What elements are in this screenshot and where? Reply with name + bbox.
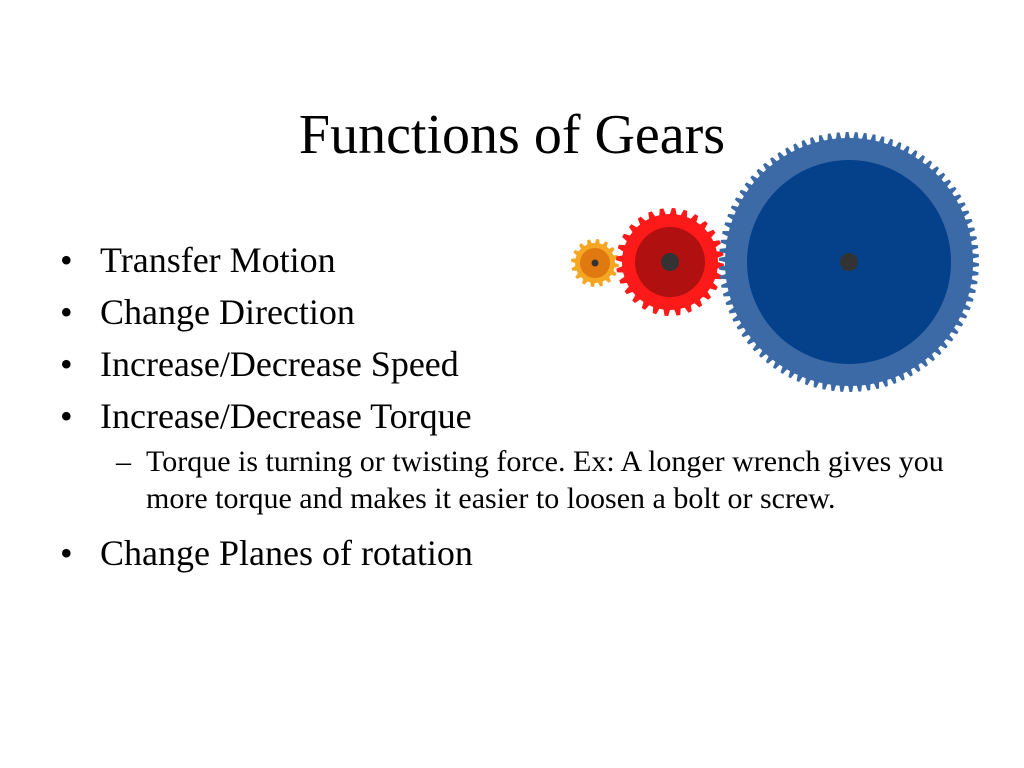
bullet-text: Change Planes of rotation: [100, 533, 473, 573]
bullet-item: • Change Direction: [58, 290, 958, 335]
bullet-item: • Increase/Decrease Torque – Torque is t…: [58, 394, 958, 517]
bullet-text: Increase/Decrease Torque: [100, 396, 472, 436]
bullet-text: Transfer Motion: [100, 240, 336, 280]
bullet-marker: •: [60, 240, 73, 280]
bullet-item: • Transfer Motion: [58, 238, 958, 283]
bullet-list: • Transfer Motion • Change Direction • I…: [58, 238, 958, 583]
medium-gear-hub: [661, 253, 679, 271]
large-gear: [719, 132, 979, 392]
bullet-text: Increase/Decrease Speed: [100, 344, 459, 384]
small-gear-hub: [591, 259, 599, 267]
slide-title: Functions of Gears: [298, 104, 726, 166]
bullet-marker: •: [60, 344, 73, 384]
bullet-marker: •: [60, 533, 73, 573]
bullet-item: • Change Planes of rotation: [58, 531, 958, 576]
bullet-marker: •: [60, 396, 73, 436]
bullet-marker: •: [60, 292, 73, 332]
sub-bullet-text: Torque is turning or twisting force. Ex:…: [146, 445, 944, 515]
bullet-text: Change Direction: [100, 292, 355, 332]
small-gear: [571, 239, 619, 287]
bullet-item: • Increase/Decrease Speed: [58, 342, 958, 387]
large-gear-hub: [840, 253, 858, 271]
sub-bullet-item: – Torque is turning or twisting force. E…: [100, 443, 958, 517]
medium-gear: [616, 208, 724, 316]
sub-bullet-list: – Torque is turning or twisting force. E…: [100, 443, 958, 517]
sub-bullet-marker: –: [116, 445, 131, 478]
